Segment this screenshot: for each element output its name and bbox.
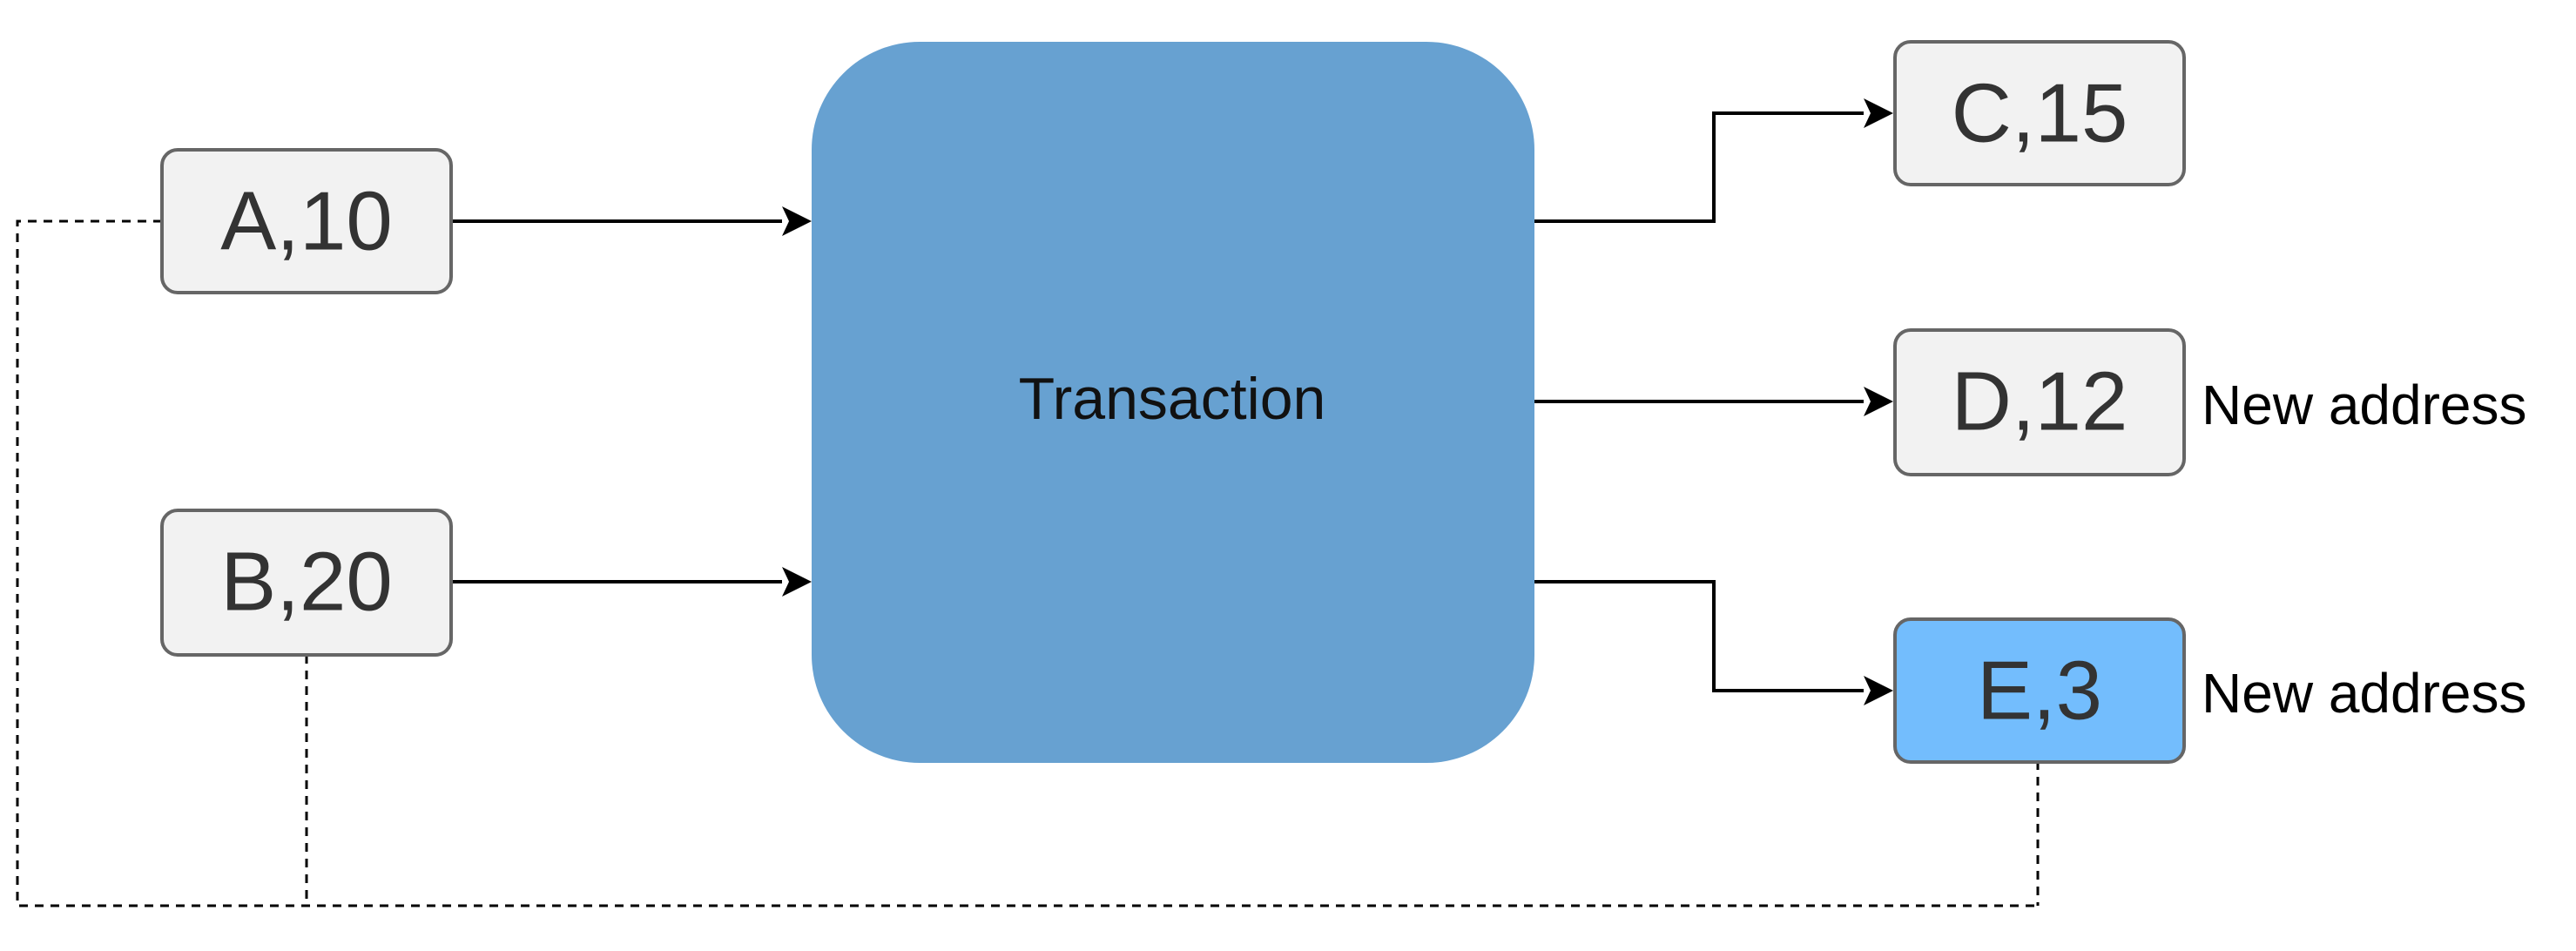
- output-node-c: C,15: [1893, 40, 2186, 186]
- input-node-b: B,20: [160, 509, 453, 657]
- output-note-d: New address: [2202, 374, 2527, 436]
- output-node-d: D,12 New address: [1893, 328, 2527, 476]
- input-label-a: A,10: [220, 175, 392, 268]
- transaction-label: Transaction: [1019, 366, 1326, 432]
- input-node-a: A,10: [160, 148, 453, 294]
- output-node-e: E,3 New address: [1893, 617, 2527, 764]
- arrowhead-b: [782, 567, 812, 597]
- edge-transaction-to-c: [1534, 111, 1864, 223]
- transaction-node: Transaction: [812, 42, 1534, 763]
- input-label-b: B,20: [220, 536, 392, 629]
- arrowhead-e: [1864, 676, 1893, 705]
- dashed-link-a: [16, 219, 2038, 907]
- arrowhead-d: [1864, 387, 1893, 416]
- arrowhead-a: [782, 206, 812, 236]
- arrowhead-c: [1864, 98, 1893, 128]
- output-label-e: E,3: [1977, 644, 2102, 738]
- output-label-d: D,12: [1952, 355, 2128, 449]
- edge-transaction-to-e: [1534, 580, 1864, 692]
- output-label-c: C,15: [1952, 67, 2128, 160]
- output-note-e: New address: [2202, 662, 2527, 725]
